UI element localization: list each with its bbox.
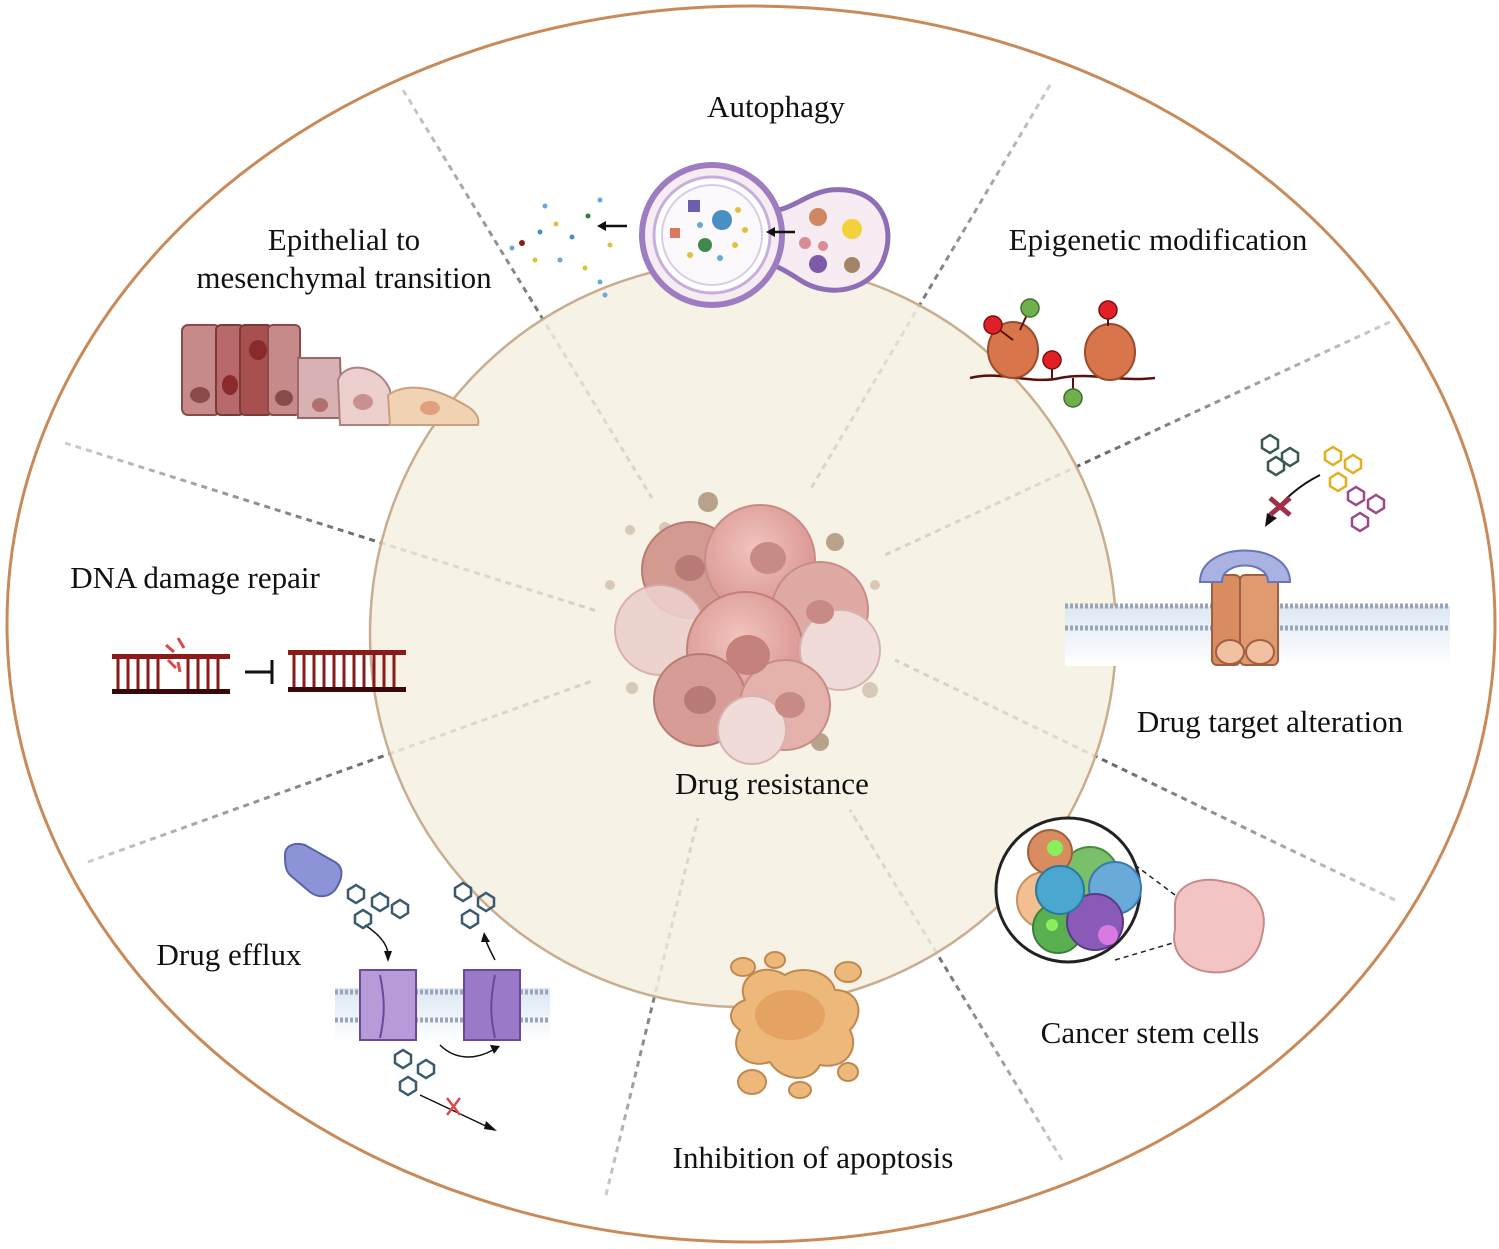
label-autophagy: Autophagy [707, 89, 845, 124]
divider-csc-apoptosis [848, 809, 1064, 1161]
label-drug-efflux: Drug efflux [157, 937, 302, 972]
label-dna-damage-repair: DNA damage repair [70, 560, 320, 595]
label-drug-target-alteration: Drug target alteration [1137, 704, 1404, 739]
autophagy-illustration [597, 162, 891, 308]
divider-autophagy-epigenetic [808, 84, 1052, 491]
drug-target-illustration [1065, 433, 1450, 666]
dna-repair-illustration [112, 637, 406, 694]
label-drug-resistance: Drug resistance [675, 766, 869, 801]
label-emt-line1: Epithelial to [268, 222, 420, 257]
label-cancer-stem-cells: Cancer stem cells [1041, 1015, 1260, 1050]
cancer-stem-cells-illustration [994, 816, 1265, 974]
autophagy-particles [509, 197, 613, 298]
label-inhibition-of-apoptosis: Inhibition of apoptosis [673, 1140, 954, 1175]
label-epigenetic-modification: Epigenetic modification [1009, 222, 1308, 257]
drug-efflux-illustration [283, 842, 550, 1131]
label-emt-line2: mesenchymal transition [196, 260, 492, 295]
emt-illustration [181, 324, 480, 426]
apoptosis-illustration [730, 951, 862, 1099]
tumor-cluster-illustration [605, 492, 881, 765]
divider-efflux-dna [87, 678, 596, 864]
epigenetic-illustration [969, 298, 1156, 408]
